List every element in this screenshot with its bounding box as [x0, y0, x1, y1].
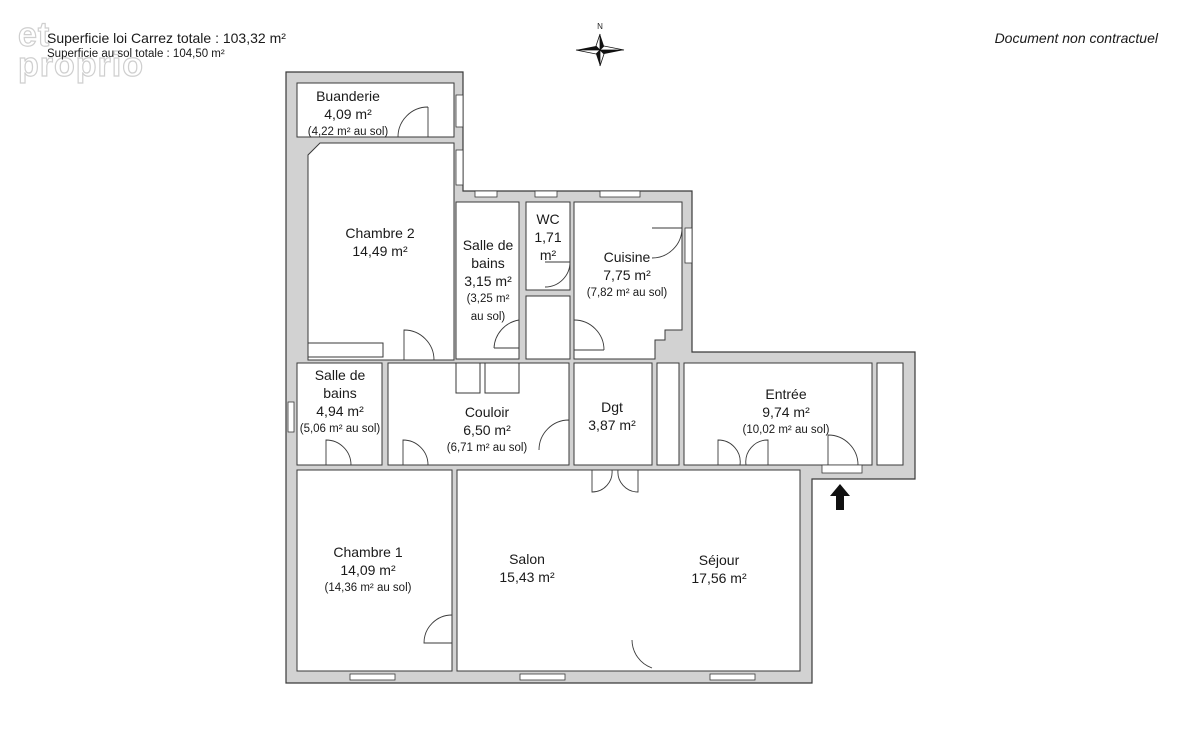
door-cuisine-top — [651, 227, 683, 259]
room-chambre2 — [307, 142, 455, 361]
window-wc — [534, 190, 558, 198]
compass-icon: N — [575, 22, 625, 67]
room-placard — [656, 362, 680, 466]
window-chambre2 — [455, 149, 464, 186]
room-sdb1 — [455, 201, 520, 360]
door-entree-main — [827, 434, 859, 466]
door-couloir — [402, 439, 429, 466]
room-sdb2 — [296, 362, 383, 466]
window-cuisine-side — [684, 227, 693, 264]
door-sdb2 — [325, 439, 352, 466]
room-entree-placard — [876, 362, 904, 466]
door-entree-double — [717, 439, 769, 466]
door-buanderie — [397, 106, 429, 138]
door-dgt — [538, 419, 570, 451]
door-cuisine-bottom — [573, 319, 605, 351]
window-sdb1 — [474, 190, 498, 198]
room-couloir-cupboard-a — [455, 362, 481, 394]
room-couloir-cupboard-b — [484, 362, 520, 394]
window-cuisine-top — [599, 190, 641, 198]
window-sdb2 — [287, 401, 295, 433]
door-chambre2 — [403, 329, 435, 361]
room-entree — [683, 362, 873, 466]
carrez-total-text: Superficie loi Carrez totale : 103,32 m² — [47, 30, 286, 46]
door-sdb1 — [493, 319, 520, 349]
entrance-sill — [821, 464, 863, 474]
room-cuisine — [573, 201, 683, 360]
watermark-logo: et proprio — [17, 16, 144, 84]
window-salon — [519, 673, 566, 681]
room-chambre2-closet — [307, 342, 384, 358]
room-wc-gap — [525, 295, 571, 360]
door-sejour-swing — [631, 639, 653, 669]
door-salon-double — [591, 469, 639, 493]
compass-north-label: N — [597, 22, 603, 31]
window-buanderie — [455, 94, 464, 128]
entrance-arrow-icon — [830, 484, 850, 510]
floor-total-text: Superficie au sol totale : 104,50 m² — [47, 48, 225, 60]
window-sejour — [709, 673, 756, 681]
room-chambre1 — [296, 469, 453, 672]
room-salon-sejour — [456, 469, 801, 672]
door-wc — [544, 261, 571, 288]
disclaimer-text: Document non contractuel — [994, 30, 1158, 46]
door-chambre1 — [423, 614, 453, 644]
window-chambre1 — [349, 673, 396, 681]
room-dgt — [573, 362, 653, 466]
room-wc — [525, 201, 571, 291]
